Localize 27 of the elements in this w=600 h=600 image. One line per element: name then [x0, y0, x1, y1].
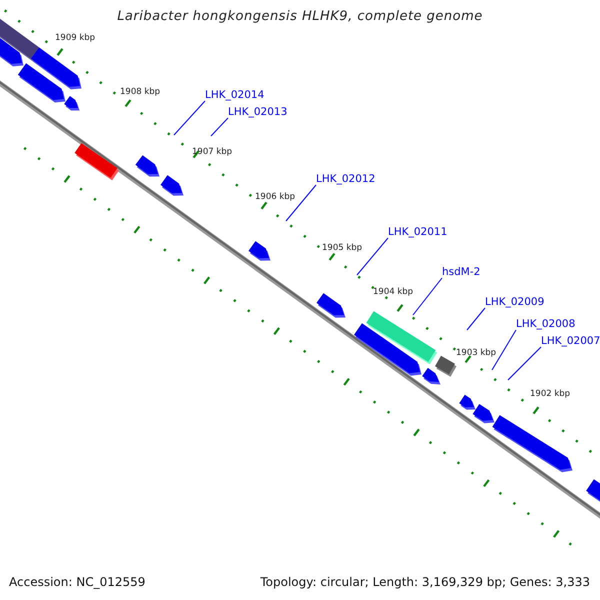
- scale-label: 1902 kbp: [530, 389, 570, 399]
- scale-label: 1907 kbp: [192, 147, 232, 157]
- gene-label: LHK_02008: [516, 318, 576, 330]
- scale-label: 1903 kbp: [456, 348, 496, 358]
- leader-line: [174, 100, 206, 136]
- gene-label: hsdM-2: [442, 266, 480, 278]
- scale-label: 1905 kbp: [322, 243, 362, 253]
- leader-line: [356, 238, 388, 276]
- gene-label: LHK_02009: [485, 296, 544, 308]
- gene-label: LHK_02013: [228, 106, 288, 118]
- gene-label: LHK_02011: [388, 226, 448, 238]
- leader-line: [286, 184, 316, 222]
- scale-label: 1909 kbp: [55, 33, 96, 43]
- gene-label: LHK_02014: [205, 89, 264, 101]
- scale-label: 1906 kbp: [255, 192, 296, 202]
- gene-label: LHK_02007: [541, 335, 600, 347]
- leader-line: [492, 330, 516, 370]
- diagram-title: Laribacter hongkongensis HLHK9, complete genome: [117, 9, 483, 24]
- accession-text: Accession: NC_012559: [9, 575, 146, 589]
- genome-summary-text: Topology: circular; Length: 3,169,329 bp; Genes: 3,333: [260, 575, 590, 589]
- scale-label: 1908 kbp: [120, 87, 160, 97]
- gene-label: LHK_02012: [316, 173, 376, 185]
- leader-line: [466, 308, 486, 330]
- scale-label: 1904 kbp: [373, 287, 414, 297]
- leader-line: [508, 346, 542, 380]
- leader-line: [210, 118, 228, 136]
- leader-line: [412, 278, 442, 316]
